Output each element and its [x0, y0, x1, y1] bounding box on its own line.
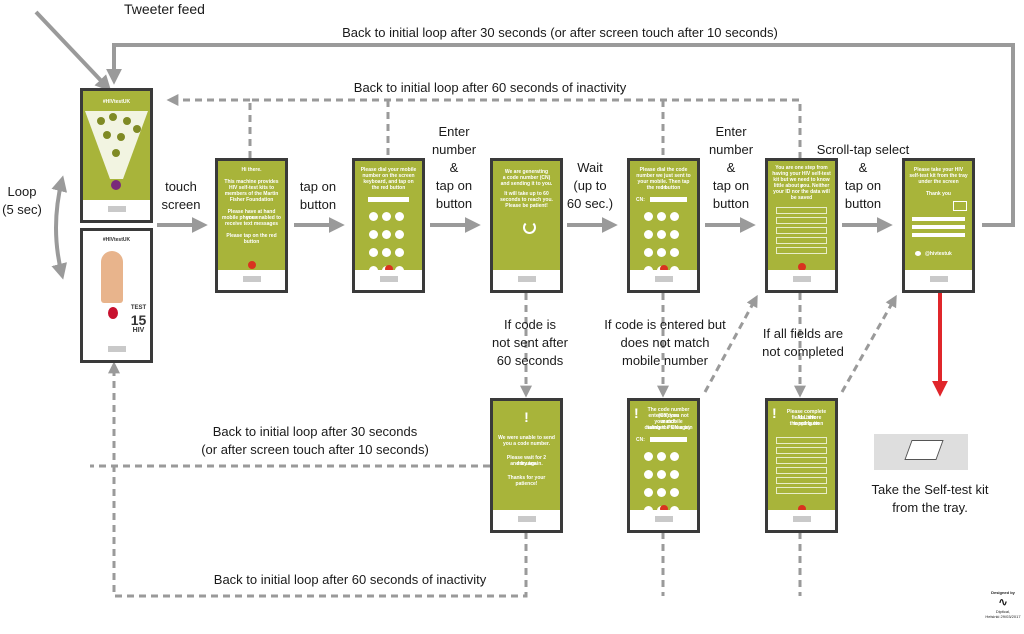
- label-tweeter-feed: Tweeter feed: [124, 1, 205, 17]
- form-field[interactable]: [776, 247, 827, 254]
- finger-image: [101, 251, 123, 303]
- form-field[interactable]: [776, 467, 827, 474]
- red-button[interactable]: [797, 505, 806, 513]
- arrow-top-return-30: [106, 43, 1015, 227]
- screen-title: #HIVtestUK: [102, 237, 131, 243]
- label-fields-incomplete: If all fields are not completed: [762, 326, 844, 359]
- form-field[interactable]: [776, 437, 827, 444]
- arrow-bottom-return-60: [108, 361, 528, 598]
- logo-cluster-icon: [85, 111, 148, 190]
- label-back-top-30: Back to initial loop after 30 seconds (o…: [342, 25, 778, 40]
- form-field[interactable]: [776, 207, 827, 214]
- screen-questionnaire: You are one step from having your HIV se…: [765, 158, 838, 293]
- label-take-kit: Take the Self-test kit from the tray.: [871, 482, 989, 515]
- form-field[interactable]: [776, 477, 827, 484]
- red-button[interactable]: [659, 265, 668, 273]
- screen-generating-code: We are generating a code number (CN) and…: [490, 158, 563, 293]
- screen-title: #HIVtestUK: [102, 99, 131, 105]
- label-scroll-tap: Scroll-tap select & tap on button: [816, 142, 910, 211]
- warning-icon: !: [634, 405, 639, 421]
- warning-icon: !: [524, 409, 529, 425]
- screen-error-no-code: ! We were unable to send you a code numb…: [490, 398, 563, 533]
- warning-icon: !: [772, 405, 777, 421]
- spinner-icon: [523, 221, 536, 234]
- screen-loop-b: #HIVtestUK TEST 15 HIV: [80, 228, 153, 363]
- twitter-icon: [915, 251, 921, 256]
- label-back-top-60: Back to initial loop after 60 seconds of…: [353, 80, 627, 95]
- label-wait: Wait (up to 60 sec.): [566, 160, 614, 211]
- label-tap-button-1: tap on button: [299, 179, 337, 212]
- form-field[interactable]: [776, 447, 827, 454]
- designer-logo-icon: ∿: [997, 595, 1009, 609]
- mobile-number-field[interactable]: [368, 197, 409, 202]
- arrow-tweeter-feed: [34, 10, 112, 92]
- label-enter-number-2: Enter number & tap on button: [708, 124, 754, 211]
- screen-error-mismatch: ! The code number (CN) you entered does …: [627, 398, 700, 533]
- form-field[interactable]: [776, 487, 827, 494]
- screen-take-kit: Please take your HIV self-test kit from …: [902, 158, 975, 293]
- red-button[interactable]: [247, 261, 256, 269]
- arrow-fields-retry: [840, 294, 897, 393]
- dashed-arrows: [90, 94, 897, 598]
- screen-dial-code: Please dial the code number we just sent…: [627, 158, 700, 293]
- code-field[interactable]: [650, 197, 687, 202]
- loop-arrow: [51, 175, 68, 280]
- label-back-bottom-30: Back to initial loop after 30 seconds (o…: [201, 424, 429, 457]
- label-loop: Loop (5 sec): [2, 184, 42, 217]
- red-button[interactable]: [384, 265, 393, 273]
- screen-loop-a: #HIVtestUK: [80, 88, 153, 223]
- screen-error-fields: ! Please complete ALL the fields before …: [765, 398, 838, 533]
- label-code-not-sent: If code is not sent after 60 seconds: [492, 317, 568, 368]
- red-button[interactable]: [659, 505, 668, 513]
- kit-box-icon: [904, 440, 944, 460]
- label-back-bottom-60: Back to initial loop after 60 seconds of…: [213, 572, 487, 587]
- red-button[interactable]: [797, 263, 806, 271]
- label-code-mismatch: If code is entered but does not match mo…: [604, 317, 726, 368]
- form-field[interactable]: [776, 217, 827, 224]
- form-field[interactable]: [776, 227, 827, 234]
- kit-tray: [874, 434, 968, 470]
- form-field[interactable]: [776, 457, 827, 464]
- form-field[interactable]: [776, 237, 827, 244]
- code-field[interactable]: [650, 437, 687, 442]
- blood-drop-icon: [108, 307, 118, 319]
- label-touch-screen: touch screen: [161, 179, 201, 212]
- label-enter-number-1: Enter number & tap on button: [431, 124, 477, 211]
- solid-arrows: [34, 10, 1015, 233]
- screen-dial-mobile: Please dial your mobile number on the sc…: [352, 158, 425, 293]
- designer-credit: Designed by ∿ Diptical, Helsinki 29/03/2…: [985, 590, 1021, 619]
- screen-welcome: Hi there. This machine provides HIV self…: [215, 158, 288, 293]
- arrow-mismatch-retry: [703, 294, 758, 393]
- kit-icon: [953, 201, 967, 211]
